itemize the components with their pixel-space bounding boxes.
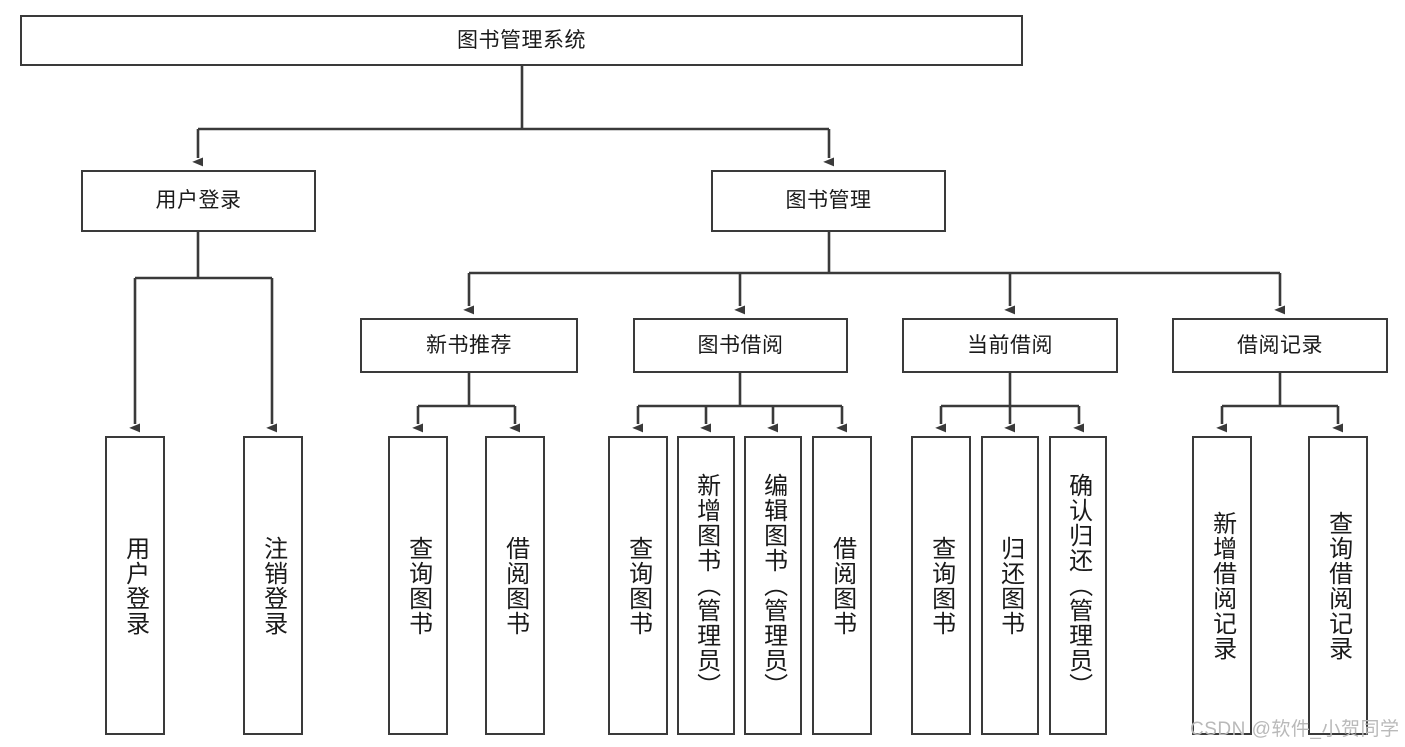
node-label: 归还图书 (996, 535, 1024, 636)
node-current-borrow[interactable]: 当前借阅 (902, 318, 1118, 373)
node-leaf-confirm-return[interactable]: 确认归还（管理员） (1049, 436, 1107, 735)
node-label: 借阅图书 (501, 535, 529, 636)
node-leaf-query-book-borrow[interactable]: 查询图书 (608, 436, 668, 735)
node-label: 查询图书 (927, 535, 955, 636)
node-new-book-recommend[interactable]: 新书推荐 (360, 318, 578, 373)
node-label: 用户登录 (155, 189, 242, 213)
node-label: 图书借阅 (697, 333, 784, 357)
node-leaf-query-book-recommend[interactable]: 查询图书 (388, 436, 448, 735)
node-leaf-return-book[interactable]: 归还图书 (981, 436, 1039, 735)
node-label: 编辑图书（管理员） (759, 473, 787, 698)
node-leaf-add-borrow-record[interactable]: 新增借阅记录 (1192, 436, 1252, 735)
node-label: 用户登录 (121, 535, 149, 636)
node-label: 查询图书 (404, 535, 432, 636)
node-label: 查询图书 (624, 535, 652, 636)
csdn-watermark: CSDN @软件_小贺同学 (1190, 719, 1400, 740)
node-leaf-query-borrow-record[interactable]: 查询借阅记录 (1308, 436, 1368, 735)
node-label: 图书管理 (785, 189, 872, 213)
node-label: 确认归还（管理员） (1064, 473, 1092, 698)
node-root-system[interactable]: 图书管理系统 (20, 15, 1023, 66)
node-leaf-add-book[interactable]: 新增图书（管理员） (677, 436, 735, 735)
node-leaf-borrow-book[interactable]: 借阅图书 (812, 436, 872, 735)
node-label: 借阅记录 (1237, 333, 1323, 357)
node-user-login[interactable]: 用户登录 (81, 170, 316, 232)
node-label: 查询借阅记录 (1324, 510, 1352, 661)
node-label: 注销登录 (259, 535, 287, 636)
node-leaf-borrow-book-recommend[interactable]: 借阅图书 (485, 436, 545, 735)
node-label: 当前借阅 (967, 333, 1053, 357)
node-leaf-logout-login[interactable]: 注销登录 (243, 436, 303, 735)
node-book-management[interactable]: 图书管理 (711, 170, 946, 232)
node-borrow-record[interactable]: 借阅记录 (1172, 318, 1388, 373)
node-leaf-user-login[interactable]: 用户登录 (105, 436, 165, 735)
node-book-borrow[interactable]: 图书借阅 (633, 318, 848, 373)
node-label: 图书管理系统 (457, 28, 586, 52)
node-label: 借阅图书 (828, 535, 856, 636)
node-label: 新增借阅记录 (1208, 510, 1236, 661)
node-leaf-query-book-current[interactable]: 查询图书 (911, 436, 971, 735)
node-label: 新增图书（管理员） (692, 473, 720, 698)
node-leaf-edit-book[interactable]: 编辑图书（管理员） (744, 436, 802, 735)
node-label: 新书推荐 (426, 333, 512, 357)
